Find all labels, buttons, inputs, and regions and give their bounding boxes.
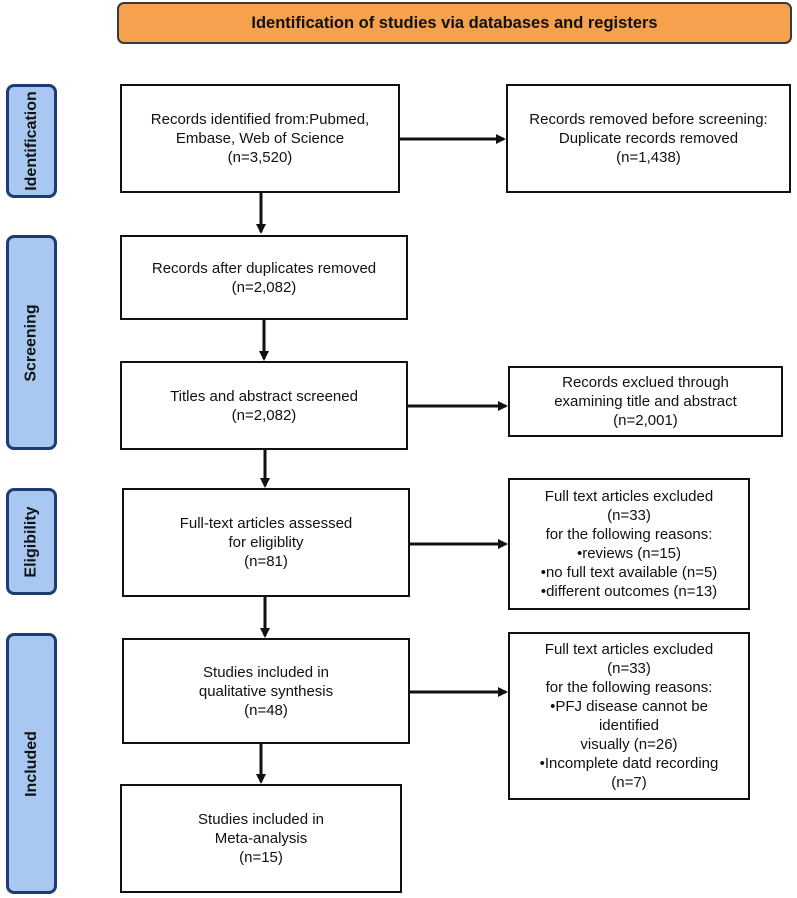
reason-item: •no full text available (n=5)	[540, 564, 718, 581]
box-line: (n=3,520)	[227, 149, 293, 166]
box-line: Studies included in	[198, 811, 324, 828]
box-line: (n=15)	[239, 849, 283, 866]
box-line: Embase, Web of Science	[175, 130, 345, 147]
box-records-removed: Records removed before screening: Duplic…	[506, 84, 791, 193]
box-line: Records identified from:Pubmed,	[150, 111, 370, 128]
box-line: (n=33)	[607, 507, 651, 524]
stage-screening: Screening	[6, 235, 57, 450]
box-line: for eligiblity	[228, 534, 304, 551]
box-line: (n=81)	[244, 553, 288, 570]
box-line: (n=48)	[244, 701, 288, 719]
box-line: Records exclued through	[562, 374, 729, 391]
box-line: Titles and abstract screened	[170, 387, 358, 405]
box-after-duplicates: Records after duplicates removed (n=2,08…	[120, 235, 408, 320]
box-line: examining title and abstract	[554, 393, 737, 410]
box-line: Full-text articles assessed	[179, 515, 353, 532]
box-line: Full text articles excluded	[544, 641, 714, 658]
box-line: Records removed before screening:	[529, 111, 768, 128]
box-records-identified: Records identified from:Pubmed, Embase, …	[120, 84, 400, 193]
box-line: for the following reasons:	[545, 526, 713, 543]
box-line: (n=2,001)	[613, 412, 678, 429]
reason-list: •reviews (n=15) •no full text available …	[541, 544, 718, 601]
box-fulltext-excluded-eligibility: Full text articles excluded (n=33) for t…	[508, 478, 750, 610]
header-banner: Identification of studies via databases …	[117, 2, 792, 44]
box-line: qualitative synthesis	[198, 682, 334, 700]
box-line: Records after duplicates removed	[151, 259, 377, 277]
box-line: for the following reasons:	[545, 679, 713, 696]
box-line: Full text articles excluded	[544, 488, 714, 505]
box-titles-screened: Titles and abstract screened (n=2,082)	[120, 361, 408, 450]
reason-item: •Incomplete datd recording	[539, 755, 719, 772]
box-fulltext-assessed: Full-text articles assessed for eligibli…	[122, 488, 410, 597]
box-line: Studies included in	[203, 663, 329, 681]
box-fulltext-excluded-included: Full text articles excluded (n=33) for t…	[508, 632, 750, 800]
box-line: (n=33)	[607, 660, 651, 677]
stage-identification: Identification	[6, 84, 57, 198]
reason-list: •PFJ disease cannot be identified visual…	[540, 697, 719, 792]
box-line: Meta-analysis	[214, 830, 308, 847]
box-meta-analysis: Studies included in Meta-analysis (n=15)	[120, 784, 402, 893]
box-line: (n=2,082)	[231, 406, 297, 424]
box-line: (n=1,438)	[616, 149, 681, 166]
box-line: (n=2,082)	[231, 278, 297, 296]
reason-item: (n=7)	[611, 774, 647, 791]
reason-item: •different outcomes (n=13)	[540, 583, 718, 600]
box-line: Duplicate records removed	[558, 130, 739, 147]
reason-item: identified	[598, 717, 660, 734]
header-title: Identification of studies via databases …	[251, 13, 658, 32]
reason-item: •reviews (n=15)	[576, 545, 682, 562]
reason-item: visually (n=26)	[580, 736, 678, 753]
reason-item: •PFJ disease cannot be	[550, 698, 708, 715]
box-qualitative-synthesis: Studies included in qualitative synthesi…	[122, 638, 410, 744]
box-records-excluded: Records exclued through examining title …	[508, 366, 783, 437]
stage-eligibility: Eligibility	[6, 488, 57, 595]
stage-included: Included	[6, 633, 57, 894]
